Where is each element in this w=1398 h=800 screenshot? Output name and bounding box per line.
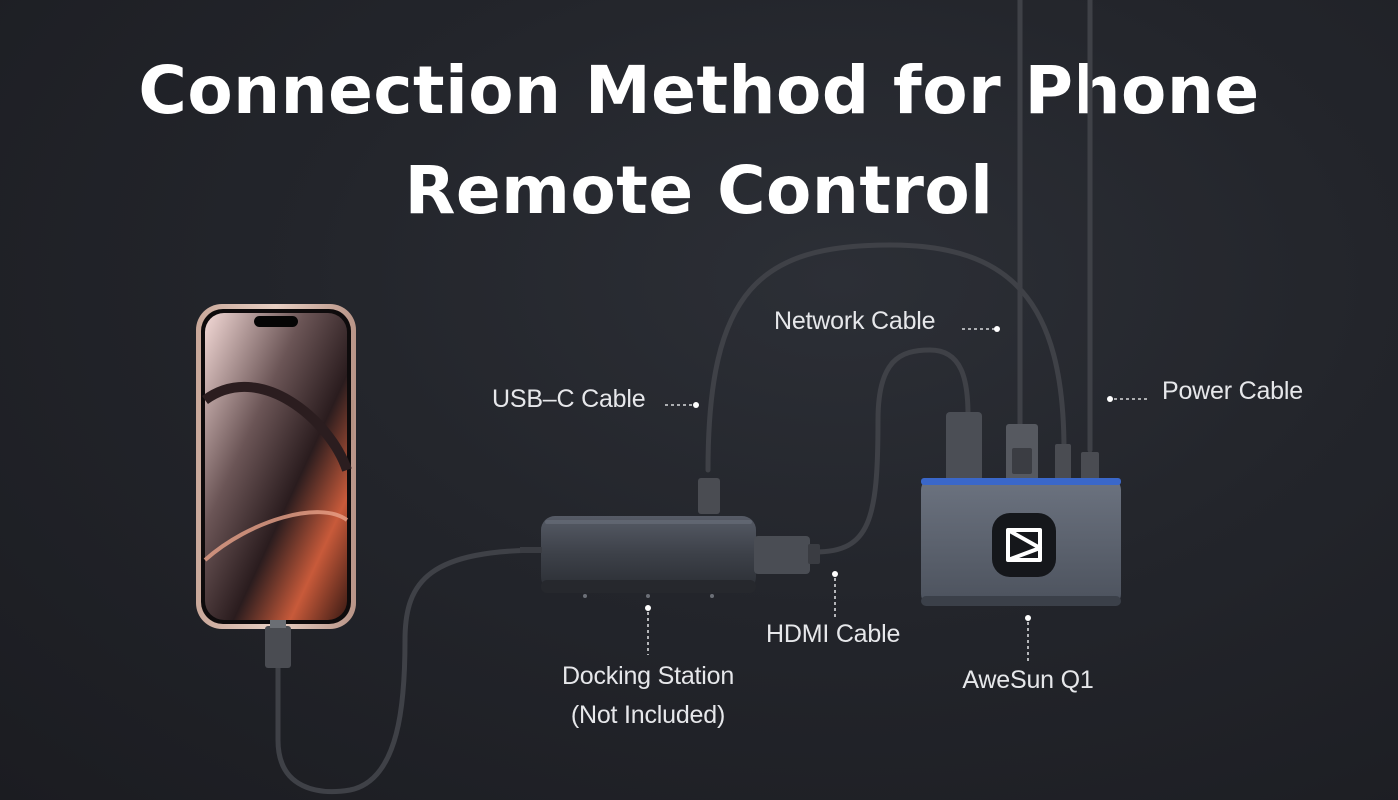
hdmi-cable-line <box>812 347 971 555</box>
label-power-cable: Power Cable <box>1162 377 1303 405</box>
page-title-line-1: Connection Method for Phone <box>138 52 1260 129</box>
label-device: AweSun Q1 <box>962 666 1094 694</box>
label-usbc-cable: USB–C Cable <box>492 385 646 413</box>
awesun-q1-device <box>921 412 1121 606</box>
phone-dock-cable-line <box>275 547 548 795</box>
page-title-line-2: Remote Control <box>404 152 994 229</box>
label-network-cable: Network Cable <box>774 307 936 335</box>
usbc-cable-line <box>705 242 1067 473</box>
label-docking-station-note: (Not Included) <box>570 701 726 729</box>
awesun-logo-icon <box>992 513 1056 577</box>
phone-device <box>196 304 356 668</box>
label-docking-station: Docking Station <box>561 662 735 690</box>
label-hdmi-cable: HDMI Cable <box>766 620 901 648</box>
docking-station-device <box>520 478 820 598</box>
